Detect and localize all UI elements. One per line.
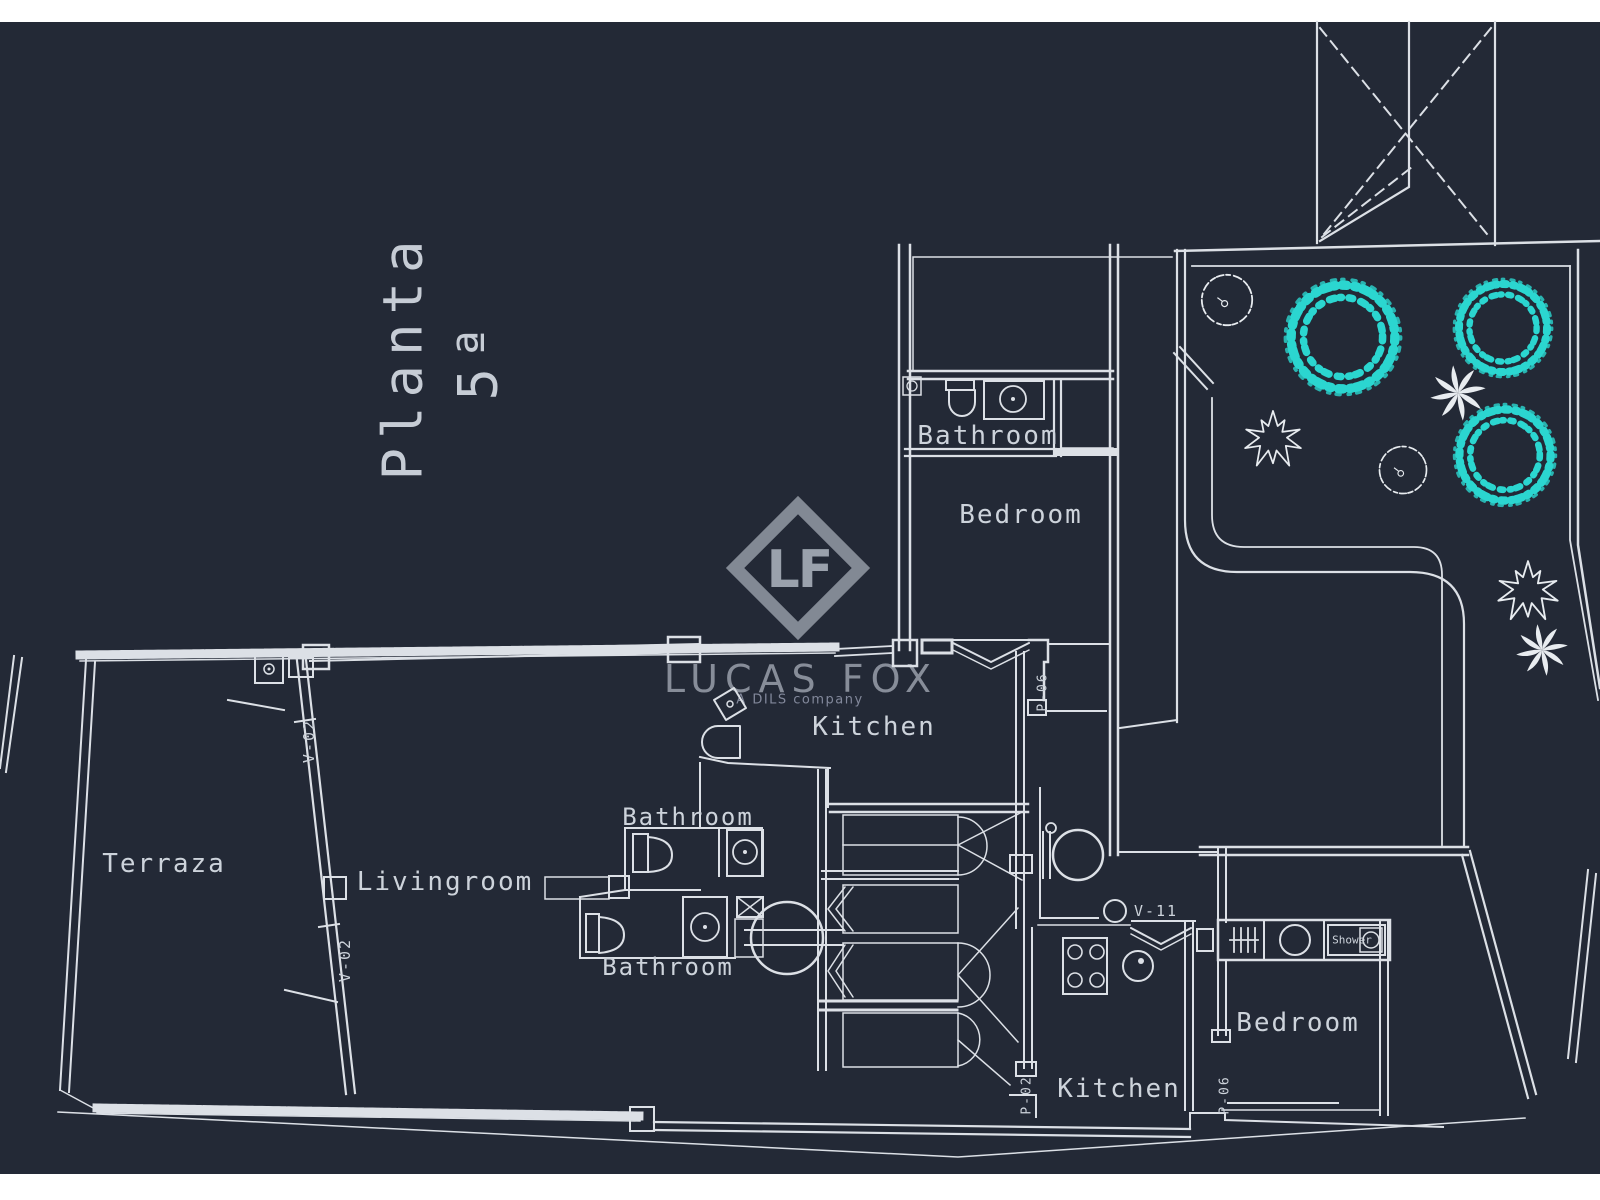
- lucas-fox-monogram: LF: [766, 540, 834, 600]
- room-label-kitchen-bottom: Kitchen: [1057, 1074, 1181, 1104]
- lucas-fox-tagline: A DILS company: [736, 692, 864, 708]
- upper-apartment: [698, 243, 1219, 857]
- window-tag-v02-upper: V-02: [300, 718, 318, 764]
- central-bathrooms: [578, 827, 765, 959]
- site-boundary: [0, 239, 1600, 1158]
- room-label-bathroom-top: Bathroom: [917, 421, 1059, 451]
- roof-shaft: [1315, 20, 1497, 247]
- door-tag-p02: P-02: [1019, 1075, 1035, 1115]
- terraza-walls: [58, 642, 840, 1122]
- stairs: [744, 651, 1033, 1087]
- door-tag-p06-kitchen: P-06: [1035, 672, 1051, 712]
- lucas-fox-brand-text: LUCAS FOX: [663, 657, 939, 701]
- room-label-kitchen-mid: Kitchen: [812, 712, 936, 742]
- floor-number: 5ª: [446, 317, 510, 401]
- room-label-terraza: Terraza: [102, 849, 226, 879]
- floor-title: Planta: [371, 231, 435, 481]
- window-tag-v02-lower: V-02: [336, 937, 354, 983]
- drawing-canvas: [0, 22, 1600, 1174]
- room-label-bedroom-top: Bedroom: [959, 500, 1083, 530]
- room-label-shower: Shower: [1332, 933, 1372, 947]
- terrace-path: [1118, 248, 1466, 847]
- window-tag-v11: V-11: [1133, 902, 1179, 920]
- room-label-bathroom-center-upper: Bathroom: [622, 803, 754, 831]
- room-label-bathroom-center-lower: Bathroom: [602, 953, 734, 981]
- livingroom-walls: [301, 635, 1445, 1139]
- room-label-bedroom-bottom: Bedroom: [1236, 1008, 1360, 1038]
- room-label-livingroom: Livingroom: [356, 867, 534, 897]
- door-tag-p06-bedroom: P-06: [1217, 1075, 1233, 1115]
- lower-apartment: [1009, 845, 1538, 1118]
